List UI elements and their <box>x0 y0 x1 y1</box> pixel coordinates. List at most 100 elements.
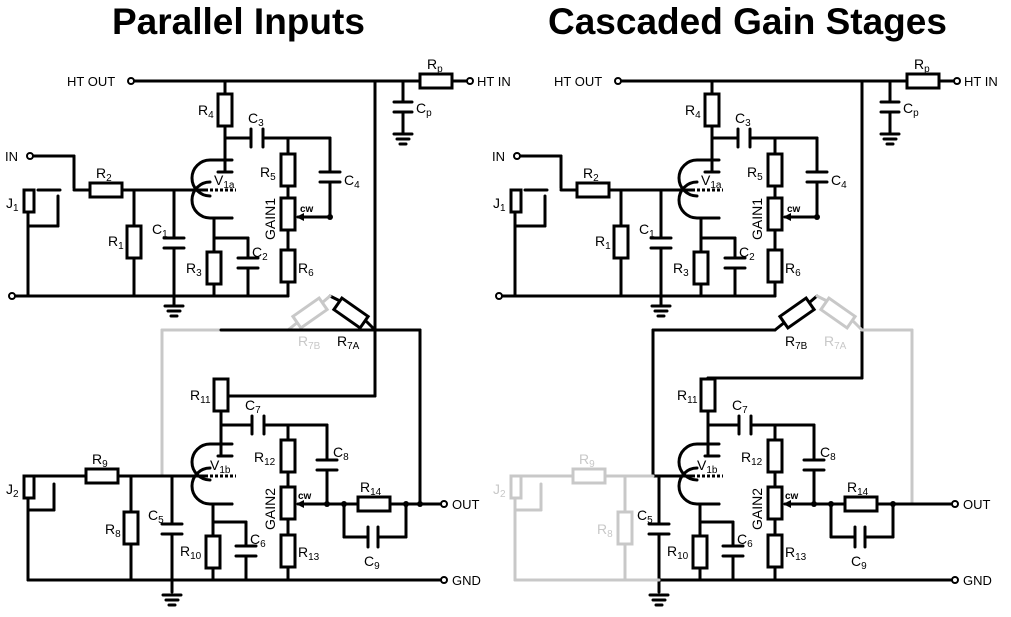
label-r2: R2 <box>583 165 599 184</box>
resistor-r10 <box>691 534 709 570</box>
ht-out-terminal <box>614 77 622 85</box>
junction-dot <box>403 501 409 507</box>
label-r4: R4 <box>198 102 214 121</box>
label-r13: R13 <box>298 544 320 563</box>
resistor-r11 <box>699 377 717 413</box>
label-r12: R12 <box>254 449 276 468</box>
in-terminal <box>513 152 521 160</box>
resistor-rp <box>905 72 941 90</box>
label-c3: C3 <box>248 110 264 129</box>
ground-terminal <box>8 292 16 300</box>
r7a-ghost-wiring <box>815 294 914 506</box>
ground-symbol <box>648 593 670 607</box>
potentiometer-gain1 <box>766 196 784 232</box>
ht-out-terminal <box>127 77 135 85</box>
jack-j2 <box>22 474 36 500</box>
potentiometer-gain2 <box>279 485 297 521</box>
stage2-wiring <box>26 328 444 594</box>
label-c7: C7 <box>245 397 261 416</box>
parallel-inputs-circuit: HT OUT HT IN Rp Cp R4 C3 R5 C4 <box>5 56 511 607</box>
label-j2: J2 <box>6 481 19 500</box>
gnd-label: GND <box>963 573 992 588</box>
label-rp: Rp <box>427 56 443 75</box>
label-v1a: V1a <box>701 172 722 191</box>
label-gain1: GAIN1 <box>749 198 765 240</box>
label-r11: R11 <box>677 387 698 406</box>
resistor-r5 <box>279 152 297 188</box>
in-label: IN <box>492 149 505 164</box>
label-r14: R14 <box>360 479 382 498</box>
label-cw: cw <box>298 491 312 502</box>
label-c2: C2 <box>739 244 755 263</box>
ht-in-label: HT IN <box>964 74 998 89</box>
resistor-r4 <box>216 92 234 128</box>
title-cascaded-gain-stages: Cascaded Gain Stages <box>548 1 947 42</box>
resistor-r7a <box>818 295 858 331</box>
out-terminal <box>951 500 959 508</box>
jack-j2 <box>509 474 523 500</box>
label-c2: C2 <box>252 244 268 263</box>
capacitor-c8 <box>802 458 826 472</box>
potentiometer-gain1 <box>279 196 297 232</box>
tube-v1b <box>677 442 721 506</box>
resistor-r1 <box>125 224 143 260</box>
label-r4: R4 <box>685 102 701 121</box>
label-r7a: R7A <box>824 333 847 352</box>
tube-v1a <box>190 158 234 252</box>
resistor-r7b <box>777 295 817 331</box>
resistor-r9 <box>84 467 120 485</box>
junction-dot <box>828 501 834 507</box>
capacitor-c4 <box>805 170 829 184</box>
label-r5: R5 <box>260 164 276 183</box>
resistor-r6 <box>279 248 297 284</box>
label-c5: C5 <box>148 507 164 526</box>
label-cw: cw <box>787 204 801 215</box>
potentiometer-gain2 <box>766 485 784 521</box>
capacitor-c7 <box>250 414 266 436</box>
resistor-r3 <box>692 250 710 286</box>
ground-symbol <box>161 593 183 607</box>
label-c6: C6 <box>250 531 266 550</box>
capacitor-cp <box>392 100 414 114</box>
label-cw: cw <box>785 491 799 502</box>
resistor-r13 <box>279 533 297 569</box>
out-label: OUT <box>452 497 480 512</box>
label-c4: C4 <box>831 172 847 191</box>
ht-in-terminal <box>953 77 961 85</box>
label-r2: R2 <box>96 165 112 184</box>
wiper-arrow-icon <box>783 500 791 508</box>
capacitor-c6 <box>721 544 745 558</box>
gnd-label: GND <box>452 573 481 588</box>
label-c7: C7 <box>732 397 748 416</box>
gnd-terminal <box>951 576 959 584</box>
label-rp: Rp <box>914 56 930 75</box>
junction-dot <box>890 501 896 507</box>
ht-rail-wire <box>618 79 957 478</box>
label-r9: R9 <box>579 451 595 470</box>
label-r6: R6 <box>298 260 314 279</box>
label-cp: Cp <box>416 100 432 119</box>
label-v1b: V1b <box>210 457 231 476</box>
capacitor-c5 <box>647 522 671 536</box>
label-j1: J1 <box>6 195 19 214</box>
label-r7b: R7B <box>785 333 808 352</box>
label-c8: C8 <box>820 444 836 463</box>
label-gain2: GAIN2 <box>262 488 278 530</box>
resistor-r7a <box>331 295 371 331</box>
ground-symbol <box>650 304 672 318</box>
capacitor-c4 <box>318 170 342 184</box>
capacitor-c2 <box>723 256 747 270</box>
label-r10: R10 <box>180 543 202 562</box>
label-r1: R1 <box>595 233 611 252</box>
label-r12: R12 <box>741 449 763 468</box>
in-terminal <box>26 152 34 160</box>
label-c4: C4 <box>344 172 360 191</box>
wiper-arrow-icon <box>296 213 304 221</box>
capacitor-c6 <box>234 544 258 558</box>
cascaded-gain-stages-circuit: HT OUT HT IN Rp Cp R4 C3 R5 C4 GAIN1 cw … <box>492 56 998 607</box>
capacitor-c3 <box>736 127 752 149</box>
label-r5: R5 <box>747 164 763 183</box>
ground-symbol <box>879 132 901 146</box>
j2-ghost-wiring <box>513 474 661 582</box>
